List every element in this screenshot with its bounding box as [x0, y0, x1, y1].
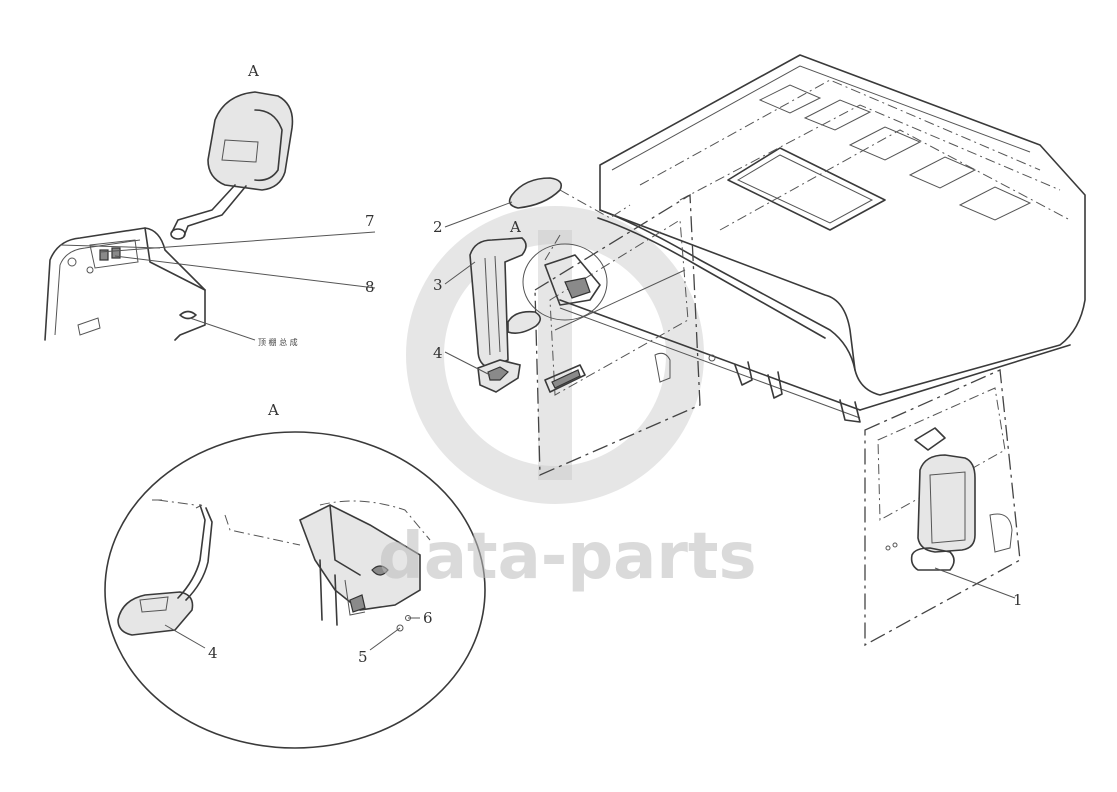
callout-3: 3	[433, 276, 443, 294]
callout-7: 7	[365, 212, 375, 230]
detail-top-left	[44, 91, 376, 341]
leader-lines	[444, 201, 1016, 599]
view-label-top: A	[247, 62, 259, 80]
view-label-main: A	[509, 218, 521, 236]
callout-4-circle: 4	[208, 644, 218, 662]
caption-roof-assembly: 顶 棚 总 成	[258, 337, 298, 347]
left-door-panel	[534, 193, 716, 476]
callout-6: 6	[423, 609, 433, 627]
callout-2: 2	[433, 218, 443, 236]
detail-circle-a	[104, 431, 486, 749]
cab-roof-assembly	[559, 54, 1086, 423]
callout-5: 5	[358, 648, 368, 666]
mirror-part-1	[910, 427, 976, 571]
main-view-parts	[469, 177, 631, 393]
callout-1: 1	[1013, 591, 1023, 609]
watermark-text: data-parts	[378, 520, 757, 594]
view-label-circle: A	[267, 401, 279, 419]
watermark-logo	[406, 206, 704, 504]
right-door-panel	[864, 369, 1021, 647]
callout-4-main: 4	[433, 344, 443, 362]
callout-8: 8	[365, 278, 375, 296]
